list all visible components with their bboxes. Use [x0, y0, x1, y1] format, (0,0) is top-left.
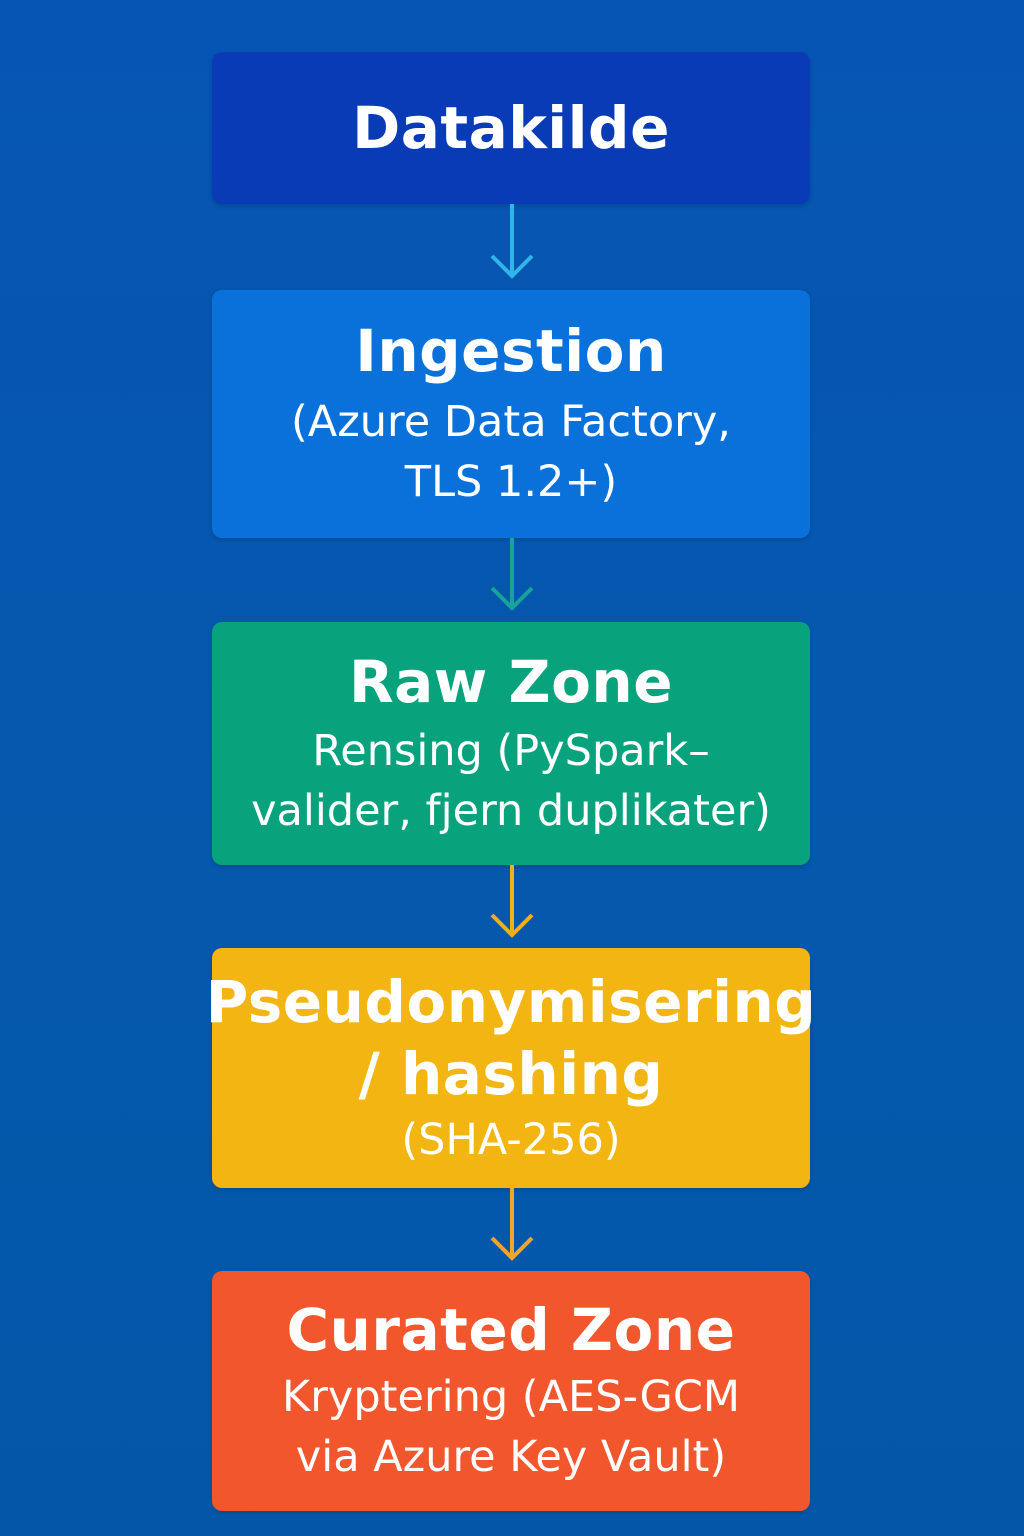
step-title: Ingestion [355, 317, 667, 385]
step-ingestion: Ingestion (Azure Data Factory, TLS 1.2+) [212, 290, 810, 538]
step-detail: via Azure Key Vault) [295, 1432, 727, 1482]
step-detail: (SHA-256) [401, 1115, 621, 1165]
step-curated-zone: Curated Zone Kryptering (AES-GCM via Azu… [212, 1271, 810, 1511]
arrow-down-icon [490, 538, 534, 611]
arrow-down-icon [490, 204, 534, 279]
step-title: Pseudonymisering [205, 968, 817, 1036]
step-title: / hashing [358, 1040, 664, 1108]
step-detail: Rensing (PySpark– [312, 725, 710, 776]
step-datakilde: Datakilde [212, 52, 810, 204]
step-title: Raw Zone [348, 647, 674, 716]
arrow-down-icon [490, 1188, 534, 1261]
step-detail: Kryptering (AES-GCM [282, 1372, 740, 1422]
step-detail: valider, fjern duplikater) [251, 785, 771, 836]
step-title: Datakilde [352, 94, 670, 162]
step-title: Curated Zone [286, 1296, 736, 1364]
step-detail: TLS 1.2+) [404, 457, 618, 507]
step-pseudonymisering: Pseudonymisering / hashing (SHA-256) [206, 948, 816, 1188]
arrow-down-icon [490, 865, 534, 938]
step-detail: (Azure Data Factory, [291, 397, 731, 447]
step-raw-zone: Raw Zone Rensing (PySpark– valider, fjer… [212, 622, 810, 865]
